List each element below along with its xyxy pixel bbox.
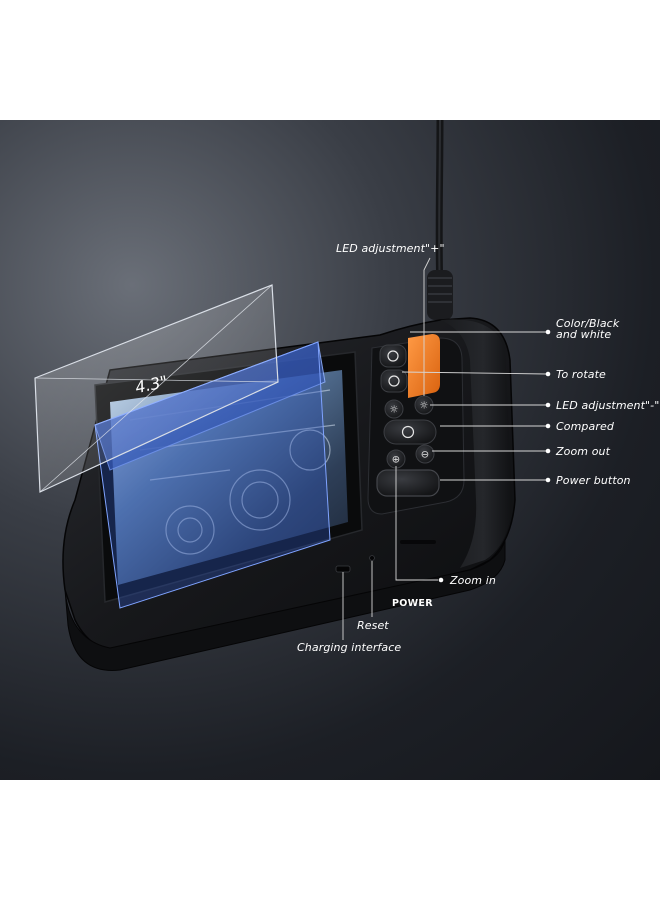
callout-leaders	[342, 257, 547, 640]
power-button[interactable]	[376, 469, 440, 497]
power-button-label: POWER	[392, 598, 433, 609]
led-minus-icon: ☼	[390, 405, 399, 416]
color-mode-button[interactable]	[379, 344, 407, 368]
product-photo: ☼ ☼ ⊕ ⊖	[0, 120, 660, 780]
device-grip	[440, 319, 512, 568]
rotate-icon	[388, 375, 400, 387]
callout-dots	[438, 329, 551, 583]
endoscope-illustration: ☼ ☼ ⊕ ⊖	[34, 120, 551, 671]
callout-reset: Reset	[357, 619, 389, 632]
callout-color-bw: Color/Black and white	[556, 318, 619, 340]
cable-strain-relief	[427, 270, 453, 320]
compare-button[interactable]	[383, 419, 437, 445]
callout-charging: Charging interface	[297, 641, 402, 654]
callout-compared: Compared	[556, 420, 614, 433]
callout-led-plus: LED adjustment"+"	[336, 242, 445, 255]
callout-color-bw-line1: Color/Black	[556, 317, 620, 330]
zoom-out-icon: ⊖	[421, 450, 429, 461]
zoom-in-icon: ⊕	[392, 455, 400, 466]
reset-hole	[369, 555, 375, 561]
callout-rotate: To rotate	[556, 368, 606, 381]
callout-power-button: Power button	[556, 474, 631, 487]
color-mode-icon	[387, 350, 399, 362]
callout-zoom-out: Zoom out	[556, 445, 611, 458]
zoom-out-button[interactable]	[415, 444, 435, 464]
rotate-button[interactable]	[380, 369, 408, 393]
callout-color-bw-line2: and white	[556, 328, 612, 341]
led-minus-button[interactable]	[384, 399, 404, 419]
callout-led-minus: LED adjustment"-"	[556, 399, 660, 412]
charging-port	[335, 565, 351, 573]
led-plus-icon: ☼	[420, 401, 429, 412]
compare-icon	[401, 425, 415, 439]
callout-zoom-in: Zoom in	[450, 574, 496, 587]
